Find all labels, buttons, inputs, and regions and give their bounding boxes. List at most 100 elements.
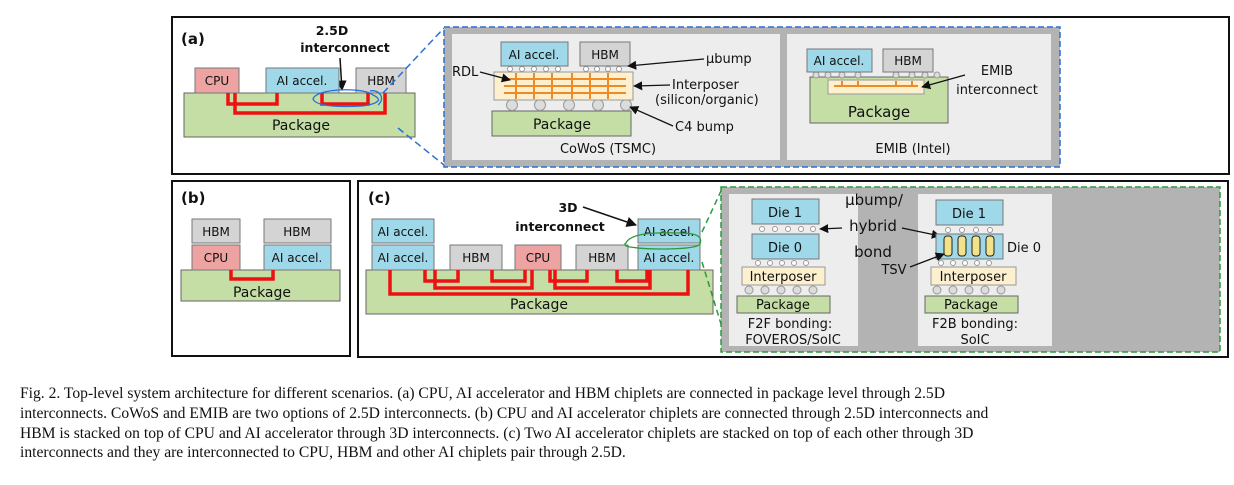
cowos-ubump-label: μbump [706,52,752,67]
panel-c-label: (c) [368,189,391,207]
callout-2.5d-line2: interconnect [300,40,389,55]
middle-label-2: hybrid [849,217,897,235]
chip-accel-c-top-left-label: AI accel. [378,225,429,239]
chip-cpu-c-label: CPU [526,251,550,265]
f2b-package-label: Package [944,298,998,313]
panel-c-frame [357,180,1229,358]
tsv-arrow [909,252,945,268]
package-c-label: Package [510,297,568,313]
emib-caption: EMIB (Intel) [875,142,950,157]
chip-hbm-c-right [575,244,629,271]
chip-accel-c-bottom-left [371,244,435,271]
f2f-c4-bumps [744,285,818,295]
panel-a-label: (a) [181,30,205,48]
chip-hbm-c-left-label: HBM [462,251,490,265]
chip-hbm-a [355,67,407,94]
figure-caption: Fig. 2. Top-level system architecture fo… [20,384,1220,463]
chip-hbm-b-left-label: HBM [202,225,230,239]
chip-accel-a [265,67,340,94]
zoom-line-c-bottom [701,261,722,325]
rdl-label: RDL [452,65,479,80]
emib-arrow [921,74,966,90]
bond-arrow-right [901,227,941,239]
chip-accel-b-label: AI accel. [272,251,323,265]
chip-hbm-b-left [191,218,241,244]
cowos-c4-bumps [506,99,632,111]
f2f-die1 [751,198,820,225]
panel-b-label: (b) [181,189,205,207]
callout-ellipse-a [312,89,379,108]
chip-accel-c-top-right [637,218,701,244]
cowos-package [491,110,632,137]
f2b-microbumps [938,260,992,266]
caption-line-2: interconnects. CoWoS and EMIB are two op… [20,404,989,422]
f2f-caption-2: FOVEROS/SoIC [745,333,841,348]
middle-label-1: μbump/ [845,191,904,209]
cowos-chip-hbm [579,41,631,67]
wires-b [229,270,275,281]
f2f-die1-label: Die 1 [768,206,802,221]
chip-cpu-a [194,67,240,94]
f2f-die0 [751,233,820,260]
chip-accel-b [263,244,332,271]
caption-line-1: Fig. 2. Top-level system architecture fo… [20,385,945,402]
panel-b-frame [171,180,351,357]
chip-accel-a-label: AI accel. [277,74,328,88]
package-b-label: Package [233,285,291,301]
tsv-label: TSV [880,263,906,278]
zoom-line-c-top [701,190,722,233]
chip-cpu-b-label: CPU [204,251,228,265]
emib-package-label: Package [848,103,910,121]
chip-accel-c-bottom-left-label: AI accel. [378,251,429,265]
f2f-caption-1: F2F bonding: [748,317,833,332]
package-b [180,269,341,302]
f2b-interposer [930,266,1017,286]
f2b-die1 [935,199,1004,226]
bond-arrow-left [819,224,843,234]
callout-3d-line2: interconnect [515,219,604,234]
package-a-label: Package [272,118,330,134]
f2f-microbumps [755,260,809,266]
chip-accel-c-top-right-label: AI accel. [644,225,695,239]
c4-bump-label: C4 bump [675,120,734,135]
emib-bridge-traces [834,81,918,87]
f2f-interposer [741,266,826,286]
middle-label-3: bond [854,243,892,261]
cowos-chip-hbm-label: HBM [591,48,619,62]
f2b-caption-2: SoIC [960,333,989,348]
wires-c [388,270,690,296]
caption-line-3: HBM is stacked on top of CPU and AI acce… [20,424,974,442]
emib-chip-hbm-label: HBM [894,54,922,68]
chip-cpu-b [191,244,241,271]
figure-diagram: (a) 2.5D interconnect Package CPU AI acc… [171,16,1230,358]
chip-accel-c-bottom-right-label: AI accel. [644,251,695,265]
zoom-line-a-bottom [397,127,445,166]
cowos-ubump-arrow [627,58,705,70]
f2b-die1-label: Die 1 [952,207,986,222]
zoom-line-a-top [382,27,445,94]
callout-3d-line1: 3D [558,200,577,215]
f2b-caption-1: F2B bonding: [932,317,1018,332]
panel-a-frame [171,16,1230,175]
chip-hbm-c-right-label: HBM [588,251,616,265]
chip-hbm-b-right [263,218,332,244]
chip-hbm-b-right-label: HBM [283,225,311,239]
cowos-chip-accel-label: AI accel. [509,48,560,62]
c4-bump-arrow [629,106,674,127]
f2b-die0-label: Die 0 [1007,241,1041,256]
emib-chip-accel [806,48,873,73]
emib-label-1: EMIB [981,64,1013,79]
callout-ellipse-c [624,232,702,250]
chip-accel-c-top-left [371,218,435,244]
f2f-package [736,295,831,314]
callout-2.5d-line1: 2.5D [316,23,349,38]
f2b-interposer-label: Interposer [940,270,1007,285]
f2f-package-label: Package [756,298,810,313]
chip-hbm-c-left [449,244,503,271]
rdl-arrow [479,71,511,83]
f2f-die0-label: Die 0 [768,241,802,256]
cowos-caption: CoWoS (TSMC) [560,142,656,157]
f2b-package [924,295,1019,314]
emib-chip-accel-label: AI accel. [814,54,865,68]
interposer-label-2: (silicon/organic) [655,93,759,108]
